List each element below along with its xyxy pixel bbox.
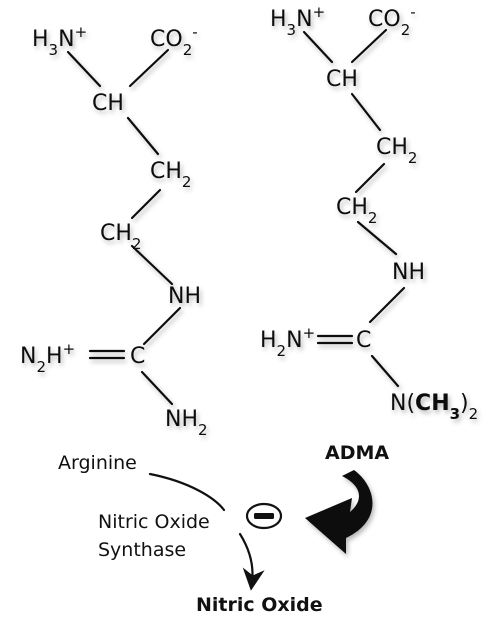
bond-nh-c <box>142 306 182 346</box>
bond-carboxyl-ch <box>128 48 170 88</box>
bond-ch2-nh <box>130 244 174 286</box>
methylene-upper: CH2 <box>150 159 191 191</box>
adma-inhibitor-label: ADMA <box>325 442 389 464</box>
arginine-structure: H3N+ CO2- CH CH2 CH2 NH N2H+ C NH2 <box>20 23 208 439</box>
bond-ch2-ch2 <box>354 162 386 194</box>
guanidino-carbon: C <box>356 328 371 353</box>
imino-nh: NH <box>392 260 425 285</box>
product-arrow <box>238 532 265 591</box>
bond-c-nh2 <box>140 370 174 406</box>
alpha-carbon: CH <box>326 67 358 92</box>
methylene-lower: CH2 <box>100 221 141 253</box>
bond-ch2-nh <box>356 220 398 256</box>
no-synthesis-pathway: Arginine Nitric Oxide Synthase Nitric Ox… <box>58 442 389 616</box>
arginine-label: Arginine <box>58 452 137 474</box>
alpha-carbon: CH <box>92 91 124 116</box>
adma-structure: H3N+ CO2- CH CH2 CH2 NH H2N+ C N(CH3)2 <box>260 3 478 423</box>
guanidino-carbon: C <box>130 344 145 369</box>
iminium-group: H2N+ <box>260 324 315 360</box>
inhibition-arrow-icon <box>305 470 373 554</box>
carboxylate-group: CO2- <box>150 23 198 59</box>
bond-nh-c <box>368 286 406 324</box>
amino-group: H3N+ <box>32 23 87 59</box>
bond-amino-ch <box>302 30 334 64</box>
bond-ch2-ch2 <box>130 188 162 220</box>
bond-ch-ch2 <box>350 92 382 132</box>
iminium-group: N2H+ <box>20 340 75 376</box>
enzyme-label-line1: Nitric Oxide <box>98 511 210 533</box>
substrate-curve <box>148 472 226 512</box>
bond-carboxyl-ch <box>350 28 388 64</box>
bond-ch-ch2 <box>126 116 160 156</box>
amine-group: NH2 <box>165 407 208 439</box>
methylene-lower: CH2 <box>336 195 377 227</box>
amino-group: H3N+ <box>270 3 325 39</box>
carboxylate-group: CO2- <box>368 3 416 39</box>
dimethylamino-group: N(CH3)2 <box>390 391 478 423</box>
inhibition-minus-icon <box>245 502 283 530</box>
enzyme-label-line2: Synthase <box>98 539 186 561</box>
imino-nh: NH <box>168 284 201 309</box>
methylene-upper: CH2 <box>376 135 417 167</box>
bond-c-ndimethyl <box>370 354 400 388</box>
bond-amino-ch <box>66 50 102 88</box>
nitric-oxide-product: Nitric Oxide <box>196 594 323 616</box>
